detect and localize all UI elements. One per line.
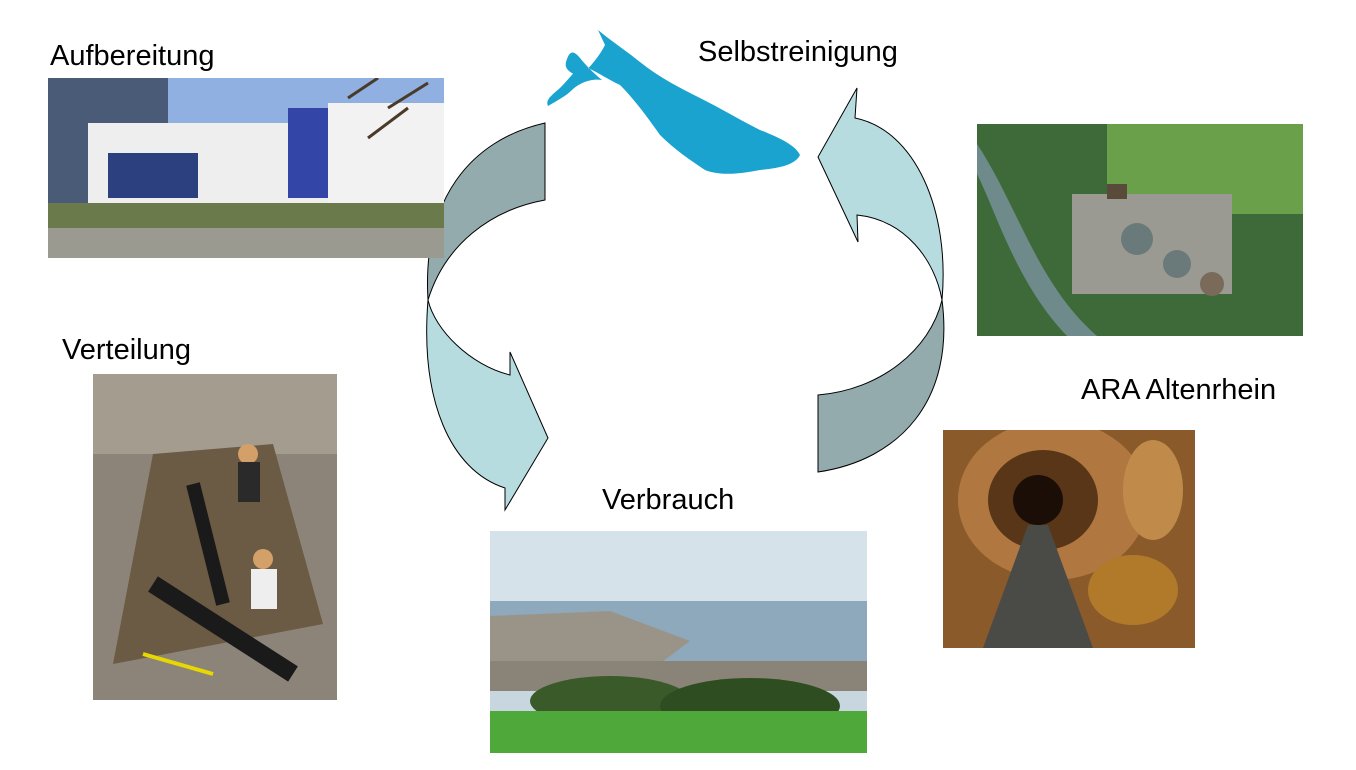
photo-ara-aerial <box>977 124 1303 336</box>
lake-shape <box>547 30 800 174</box>
label-verbrauch: Verbrauch <box>602 484 735 516</box>
label-ara: ARA Altenrhein <box>1081 374 1277 406</box>
label-selbstreinigung: Selbstreinigung <box>698 36 898 68</box>
photo-sewer-tunnel <box>943 430 1195 648</box>
label-verteilung: Verteilung <box>62 334 191 366</box>
arrow-left-top <box>427 122 546 301</box>
photo-aufbereitung <box>48 78 444 258</box>
photo-verbrauch <box>490 531 867 753</box>
arrow-left-bottom <box>426 299 549 512</box>
arrow-right-top <box>817 87 944 301</box>
photo-verteilung <box>93 374 337 700</box>
arrow-right-bottom <box>817 299 945 473</box>
label-aufbereitung: Aufbereitung <box>50 40 215 72</box>
